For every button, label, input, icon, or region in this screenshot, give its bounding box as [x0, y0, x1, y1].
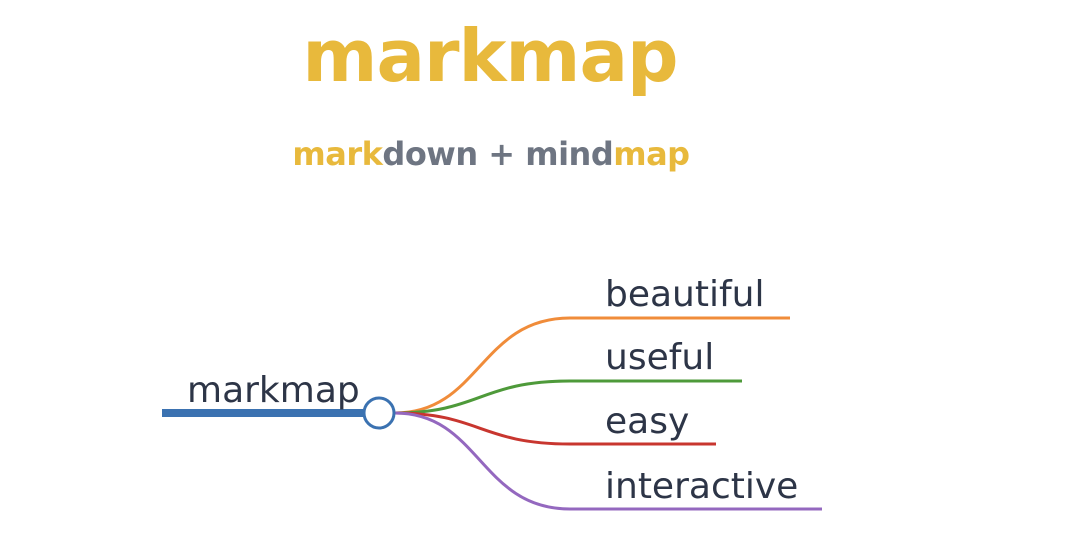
branch-useful-link [394, 379, 742, 415]
tagline-mark: mark [292, 135, 383, 173]
branch-easy-link [394, 411, 716, 446]
node-interactive-label[interactable]: interactive [605, 466, 798, 507]
tagline-map: map [613, 135, 690, 173]
node-easy-label[interactable]: easy [605, 401, 689, 442]
tagline-plus: + [477, 135, 526, 173]
root-collapse-toggle[interactable] [362, 396, 396, 430]
tagline-mind: mind [525, 135, 614, 173]
node-useful-label[interactable]: useful [605, 337, 714, 378]
node-beautiful-label[interactable]: beautiful [605, 274, 765, 315]
brand-title: markmap [302, 14, 678, 98]
root-node-label[interactable]: markmap [187, 370, 360, 411]
branch-beautiful-link [394, 316, 790, 415]
branch-interactive-link [394, 411, 822, 511]
tagline-down: down [382, 135, 478, 173]
tagline: markdown + mindmap [0, 134, 982, 174]
